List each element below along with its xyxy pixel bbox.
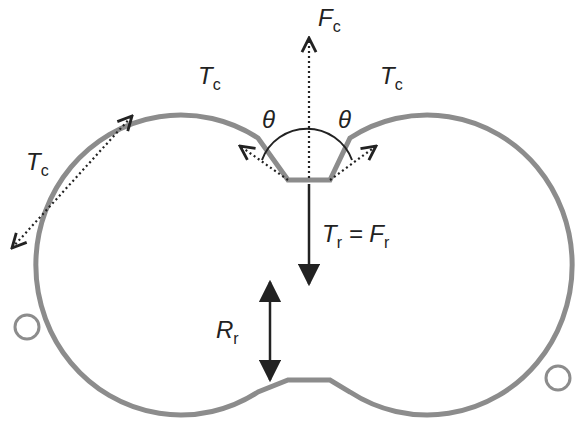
doublet-outline [36, 115, 572, 415]
bead [546, 366, 570, 390]
force-label: Tr = Fr [322, 222, 389, 246]
force-label: θ [338, 108, 351, 132]
force-arrow [308, 184, 311, 284]
angle-arc [262, 129, 352, 160]
force-arrow [308, 38, 310, 178]
force-label: θ [262, 108, 275, 132]
bead [15, 315, 39, 339]
force-label: Tc [26, 150, 49, 174]
force-label: Tc [380, 64, 403, 88]
force-label: Fc [318, 6, 341, 30]
tension-arrow [12, 116, 132, 248]
dimension-arrow [269, 282, 272, 380]
force-label: Tc [198, 64, 221, 88]
tension-arrow [240, 146, 288, 180]
tension-arrow [330, 146, 376, 180]
force-label: Rr [216, 318, 239, 342]
